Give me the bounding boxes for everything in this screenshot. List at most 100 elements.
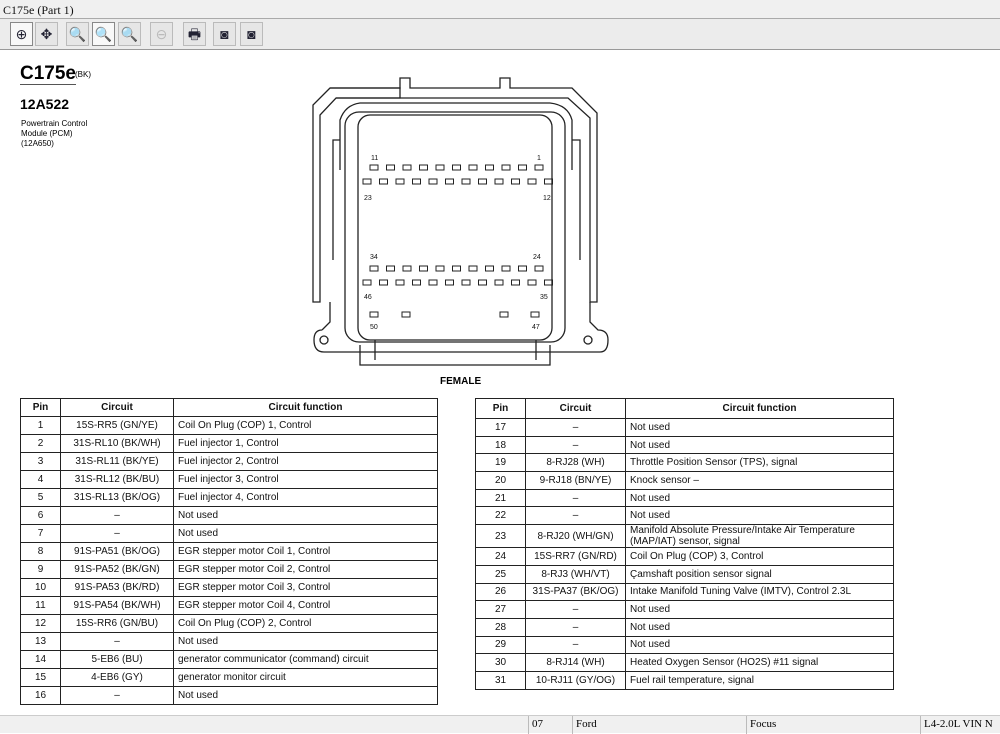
function-cell: Fuel injector 4, Control <box>173 488 438 507</box>
pin-cavity <box>534 164 544 171</box>
previous-image-button[interactable]: ◙ <box>213 22 236 46</box>
function-cell: Not used <box>625 418 894 437</box>
pin-cell: 12 <box>20 614 61 633</box>
pin-label: 47 <box>532 324 540 331</box>
zoom-width-icon: 🔍 <box>120 26 139 42</box>
pin-cavity <box>445 279 454 286</box>
pin-cell: 13 <box>20 632 61 651</box>
table-row: 28–Not used <box>475 617 894 637</box>
function-cell: Not used <box>625 617 894 637</box>
circuit-cell: – <box>60 686 174 705</box>
pin-cavity <box>452 164 461 171</box>
pan-tool-button[interactable]: ✥ <box>35 22 58 46</box>
function-cell: Coil On Plug (COP) 3, Control <box>625 547 894 566</box>
circuit-cell: 8-RJ3 (WH/VT) <box>525 564 626 584</box>
pin-cavity <box>412 279 421 286</box>
pin-cavity <box>435 164 445 171</box>
pin-cell: 18 <box>475 435 526 455</box>
pin-cavity <box>362 178 372 185</box>
table-row: 18–Not used <box>475 435 894 455</box>
zoom-100-button[interactable]: 🔍 <box>66 22 89 46</box>
pin-cavity <box>419 164 428 171</box>
status-bar: 07 Ford Focus L4-2.0L VIN N <box>0 715 1000 734</box>
circuit-cell: 8-RJ20 (WH/GN) <box>525 524 626 549</box>
circuit-cell: – <box>525 435 626 455</box>
header-circuit: Circuit <box>525 398 626 419</box>
fit-width-button[interactable]: 🔍 <box>118 22 141 46</box>
fit-page-button[interactable]: 🔍 <box>92 22 115 46</box>
pin-cell: 11 <box>20 596 61 615</box>
circuit-cell: 5-EB6 (BU) <box>60 650 174 669</box>
pin-cell: 2 <box>20 434 61 453</box>
function-cell: EGR stepper motor Coil 1, Control <box>173 542 438 561</box>
pin-cavity <box>527 279 537 286</box>
table-row: 22–Not used <box>475 506 894 526</box>
pin-cavity <box>386 164 395 171</box>
pin-cell: 5 <box>20 488 61 507</box>
zoom-out-icon: ⊖ <box>155 26 168 42</box>
pin-cavity <box>534 265 544 272</box>
function-cell: Not used <box>625 435 894 455</box>
circuit-cell: – <box>525 600 626 619</box>
function-cell: Fuel injector 1, Control <box>173 434 438 453</box>
pin-cavity <box>478 279 487 286</box>
pin-cavity <box>501 265 511 272</box>
header-function: Circuit function <box>173 398 438 417</box>
table-row: 7–Not used <box>20 524 438 543</box>
next-image-button[interactable]: ◙ <box>240 22 263 46</box>
print-button[interactable]: 🖶 <box>183 22 206 46</box>
pin-cell: 4 <box>20 470 61 489</box>
zoom-out-button[interactable]: ⊖ <box>150 22 173 46</box>
function-cell: Fuel injector 2, Control <box>173 452 438 471</box>
circuit-cell: 31S-RL10 (BK/WH) <box>60 434 174 453</box>
circuit-cell: 91S-PA51 (BK/OG) <box>60 542 174 561</box>
circuit-cell: – <box>60 632 174 651</box>
pin-cell: 26 <box>475 582 526 602</box>
pin-label: 23 <box>364 195 372 202</box>
pin-cell: 6 <box>20 506 61 525</box>
pin-cavity <box>402 265 412 272</box>
circuit-cell: – <box>60 524 174 543</box>
pin-cell: 29 <box>475 635 526 655</box>
circuit-cell: – <box>525 488 626 508</box>
pin-cavity <box>362 279 372 286</box>
pin-cavity <box>511 178 520 185</box>
window-title: C175e (Part 1) <box>0 0 1000 20</box>
pin-label: 50 <box>370 324 378 331</box>
pin-cavity <box>518 164 527 171</box>
circuit-cell: – <box>525 635 626 655</box>
circuit-cell: 15S-RR6 (GN/BU) <box>60 614 174 633</box>
pinout-table-right: Pin Circuit Circuit function 17–Not used… <box>475 398 894 690</box>
pin-cell: 9 <box>20 560 61 579</box>
pin-cavity <box>461 178 471 185</box>
circuit-cell: 91S-PA54 (BK/WH) <box>60 596 174 615</box>
function-cell: Coil On Plug (COP) 1, Control <box>173 416 438 435</box>
view-label: FEMALE <box>440 376 482 387</box>
pin-cavity <box>468 265 478 272</box>
circuit-cell: 15S-RR7 (GN/RD) <box>525 547 626 566</box>
pin-cell: 22 <box>475 506 526 526</box>
status-engine: L4-2.0L VIN N <box>920 716 1000 734</box>
description-line: (12A650) <box>21 139 54 148</box>
circuit-cell: 8-RJ28 (WH) <box>525 453 626 473</box>
pin-cavity <box>412 178 421 185</box>
function-cell: generator monitor circuit <box>173 668 438 687</box>
pin-cell: 28 <box>475 617 526 637</box>
circuit-cell: – <box>60 506 174 525</box>
pin-cell: 14 <box>20 650 61 669</box>
zoom-in-tool-button[interactable]: ⊕ <box>10 22 33 46</box>
circuit-cell: – <box>525 418 626 437</box>
status-make: Ford <box>572 716 746 734</box>
function-cell: Not used <box>173 686 438 705</box>
pin-label: 34 <box>370 254 378 261</box>
circuit-cell: – <box>525 617 626 637</box>
table-row: 27–Not used <box>475 600 894 619</box>
function-cell: Knock sensor – <box>625 471 894 490</box>
